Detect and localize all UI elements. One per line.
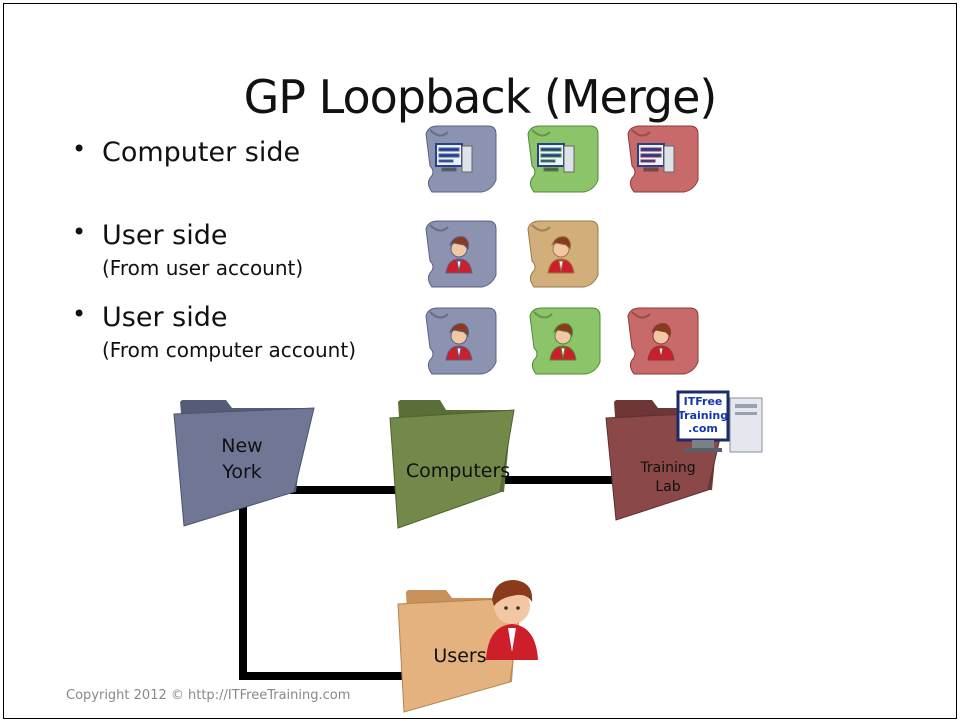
bullet-dot: • bbox=[72, 300, 87, 328]
computer-screen-text-line2: Training bbox=[678, 409, 728, 422]
bullet-label: User side bbox=[102, 302, 228, 333]
folder-label-training-lab-line1: Training bbox=[639, 460, 695, 476]
folder-label-users: Users bbox=[433, 645, 486, 667]
computer-policy-scroll-blue bbox=[425, 125, 497, 193]
user-avatar-icon bbox=[486, 580, 538, 660]
connector-lines bbox=[239, 476, 620, 680]
user-policy-scroll-green bbox=[529, 307, 601, 375]
folder-label-training-lab-line2: Lab bbox=[655, 479, 680, 495]
bullet-dot: • bbox=[72, 218, 87, 246]
bullet-sublabel: (From computer account) bbox=[102, 338, 357, 362]
folder-label-new-york-line2: York bbox=[221, 461, 262, 483]
computer-screen-text-line3: .com bbox=[688, 422, 718, 435]
folder-computers: Computers bbox=[389, 400, 515, 529]
folder-label-new-york-line1: New bbox=[221, 435, 262, 457]
computer-policy-scroll-green bbox=[527, 125, 599, 193]
folder-label-computers: Computers bbox=[406, 460, 510, 482]
bullet-dot: • bbox=[72, 135, 87, 163]
computer-policy-scroll-red bbox=[627, 125, 699, 193]
computer-screen-text-line1: ITFree bbox=[684, 395, 723, 408]
user-policy-scroll-blue bbox=[425, 307, 497, 375]
user-policy-scroll-tan bbox=[527, 220, 599, 288]
computer-icon: ITFree Training .com bbox=[676, 390, 763, 453]
user-policy-scroll-blue bbox=[425, 220, 497, 288]
copyright-text: Copyright 2012 © http://ITFreeTraining.c… bbox=[66, 688, 351, 703]
bullet-label: Computer side bbox=[102, 137, 301, 168]
page-title: GP Loopback (Merge) bbox=[243, 70, 718, 124]
user-policy-scroll-red bbox=[627, 307, 699, 375]
bullet-sublabel: (From user account) bbox=[102, 256, 304, 280]
folder-new-york: New York bbox=[173, 400, 315, 527]
bullet-label: User side bbox=[102, 220, 228, 251]
